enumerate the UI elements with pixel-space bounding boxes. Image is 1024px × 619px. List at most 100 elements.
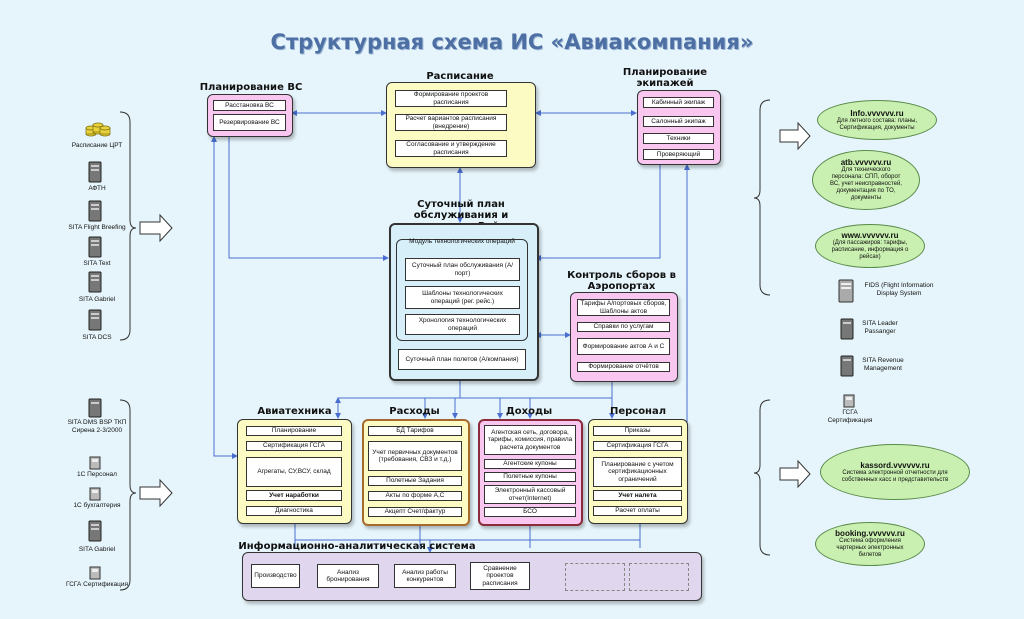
crew-item[interactable]: Техники xyxy=(643,133,714,144)
tech-item[interactable]: Агрегаты, СУ,ВСУ, склад xyxy=(246,457,342,487)
crew-title: Планирование экипажей xyxy=(622,67,708,89)
income-box: Агентская сеть, договора, тарифы, комисс… xyxy=(478,419,583,526)
costs-item[interactable]: БД Тарифов xyxy=(368,426,462,436)
cloud-atb[interactable]: atb.vvvvvv.ru Для технического персонала… xyxy=(812,150,920,210)
costs-item[interactable]: Полетные Задания xyxy=(368,476,462,486)
crew-item[interactable]: Кабинный экипаж xyxy=(643,97,714,108)
source-label: SITA Gabriel xyxy=(78,546,116,553)
source-label: Расписание ЦРТ xyxy=(71,142,123,149)
fees-title: Контроль сборов в Аэропортах xyxy=(567,270,676,292)
server-icon xyxy=(838,279,854,308)
system-label: SITA Leader Passanger xyxy=(862,320,898,335)
source-label: SITA Gabriel xyxy=(78,296,116,303)
right-bottom-arrow xyxy=(779,459,811,489)
tech-item[interactable]: Планирование xyxy=(246,426,342,436)
costs-item[interactable]: Акты по форме А,С xyxy=(368,491,462,501)
fees-item[interactable]: Формирование отчётов xyxy=(577,362,670,372)
cloud-booking[interactable]: booking.vvvvvv.ru Система оформления чар… xyxy=(815,522,925,566)
fleet-planning-title: Планирование ВС xyxy=(199,82,303,93)
system-label: SITA Revenue Management xyxy=(862,357,904,372)
page-title: Структурная схема ИС «Авиакомпания» xyxy=(270,30,754,54)
schedule-item[interactable]: Расчет вариантов расписания (внедрение) xyxy=(395,114,507,131)
crew-item[interactable]: Салонный экипаж xyxy=(643,116,714,127)
server-icon xyxy=(88,309,102,336)
server-icon xyxy=(88,236,102,263)
server-icon xyxy=(840,355,854,382)
staff-item[interactable]: Приказы xyxy=(593,426,682,436)
computer-icon xyxy=(89,456,101,475)
tech-title: Авиатехника xyxy=(257,406,332,417)
fleet-item[interactable]: Резервирование ВС xyxy=(213,114,286,131)
income-item[interactable]: Агентская сеть, договора, тарифы, комисс… xyxy=(484,425,576,455)
fees-item[interactable]: Тарифы А/портовых сборов, Шаблоны актов xyxy=(577,299,670,316)
analytics-placeholder xyxy=(565,563,625,591)
source-label: SITA DMS BSP ТКП Сирена 2-3/2000 xyxy=(67,419,127,434)
tech-item[interactable]: Сертификация ГСГА xyxy=(246,441,342,451)
analytics-item[interactable]: Анализ работы конкурентов xyxy=(394,564,456,588)
cloud-host: www.vvvvvv.ru xyxy=(841,231,899,240)
staff-item[interactable]: Сертификация ГСГА xyxy=(593,441,682,451)
server-icon xyxy=(88,161,102,188)
cloud-host: kassord.vvvvvv.ru xyxy=(860,460,930,470)
crew-item[interactable]: Проверяющий xyxy=(643,149,714,160)
source-label: SITA DCS xyxy=(82,334,112,341)
analytics-item[interactable]: Производство xyxy=(251,564,300,588)
fees-box: Тарифы А/портовых сборов, Шаблоны актов … xyxy=(570,292,678,382)
fees-item[interactable]: Формирование актов А и С xyxy=(577,338,670,355)
server-icon xyxy=(88,520,102,547)
daily-item[interactable]: Шаблоны технологических операций (рег. р… xyxy=(405,286,520,309)
daily-flight-plan[interactable]: Суточный план полетов (А/компания) xyxy=(398,349,526,370)
source-label: 1С бухгалтерия xyxy=(73,502,121,509)
schedule-box: Формирование проектов расписания Расчет … xyxy=(386,82,536,168)
daily-plan-box: Модуль технологических операций Суточный… xyxy=(389,223,539,381)
income-item[interactable]: БСО xyxy=(484,507,576,517)
system-label: FIDS (Flight Information Display System xyxy=(864,282,934,297)
cloud-text: (Для пассажиров: тарифы, расписание, инф… xyxy=(831,240,909,260)
costs-box: БД Тарифов Учет первичных документов (тр… xyxy=(362,419,470,526)
staff-item[interactable]: Расчет оплаты xyxy=(593,506,682,516)
server-icon xyxy=(840,318,854,345)
tech-item[interactable]: Учет наработки xyxy=(246,490,342,501)
cloud-host: booking.vvvvvv.ru xyxy=(835,529,905,538)
server-icon xyxy=(88,398,102,423)
schedule-title: Расписание xyxy=(426,71,494,82)
source-label: АФТН xyxy=(88,185,106,192)
source-label: 1С Персонал xyxy=(77,471,117,478)
cloud-text: Система электронной отчетности для собст… xyxy=(841,469,949,483)
tech-item[interactable]: Диагностика xyxy=(246,506,342,516)
costs-item[interactable]: Учет первичных документов (требования, С… xyxy=(368,441,462,471)
costs-item[interactable]: Акцепт Счет/фактур xyxy=(368,507,462,517)
database-icon xyxy=(84,122,112,145)
cloud-info[interactable]: Info.vvvvvv.ru Для летного состава: план… xyxy=(817,100,937,140)
computer-icon xyxy=(843,394,855,413)
fleet-item[interactable]: Расстановка ВС xyxy=(213,100,286,111)
system-label: ГСГА Сертификация xyxy=(827,409,873,424)
source-label: SITA Text xyxy=(83,260,111,267)
staff-title: Персонал xyxy=(609,406,667,417)
cloud-host: atb.vvvvvv.ru xyxy=(840,158,892,167)
server-icon xyxy=(88,271,102,298)
server-icon xyxy=(88,200,102,227)
analytics-title: Информационно-аналитическая система xyxy=(238,541,476,552)
cloud-kassord[interactable]: kassord.vvvvvv.ru Система электронной от… xyxy=(820,444,970,500)
analytics-item[interactable]: Анализ бронирования xyxy=(317,564,379,588)
income-item[interactable]: Агентские купоны xyxy=(484,459,576,469)
daily-item[interactable]: Суточный план обслуживания (А/порт) xyxy=(405,258,520,281)
fleet-planning-box: Расстановка ВС Резервирование ВС xyxy=(207,94,293,137)
source-label: ГСГА Сертификация xyxy=(66,581,128,588)
cloud-text: Для летного состава: планы, Сертификация… xyxy=(836,117,918,131)
cloud-host: Info.vvvvvv.ru xyxy=(850,108,904,118)
fees-item[interactable]: Справки по услугам xyxy=(577,322,670,332)
cloud-www[interactable]: www.vvvvvv.ru (Для пассажиров: тарифы, р… xyxy=(815,224,925,268)
schedule-item[interactable]: Согласование и утверждение расписания xyxy=(395,140,507,157)
income-item[interactable]: Электронный кассовый отчет(Internet) xyxy=(484,485,576,504)
analytics-item[interactable]: Сравнение проектов расписания xyxy=(470,562,530,590)
analytics-placeholder xyxy=(629,563,689,591)
schedule-item[interactable]: Формирование проектов расписания xyxy=(395,90,507,107)
source-label: SITA Flight Breefing xyxy=(68,224,126,231)
daily-item[interactable]: Хронология технологических операций xyxy=(405,314,520,335)
staff-item[interactable]: Планирование с учетом сертификационных о… xyxy=(593,457,682,487)
staff-item[interactable]: Учет налета xyxy=(593,490,682,501)
income-item[interactable]: Полетные купоны xyxy=(484,472,576,482)
